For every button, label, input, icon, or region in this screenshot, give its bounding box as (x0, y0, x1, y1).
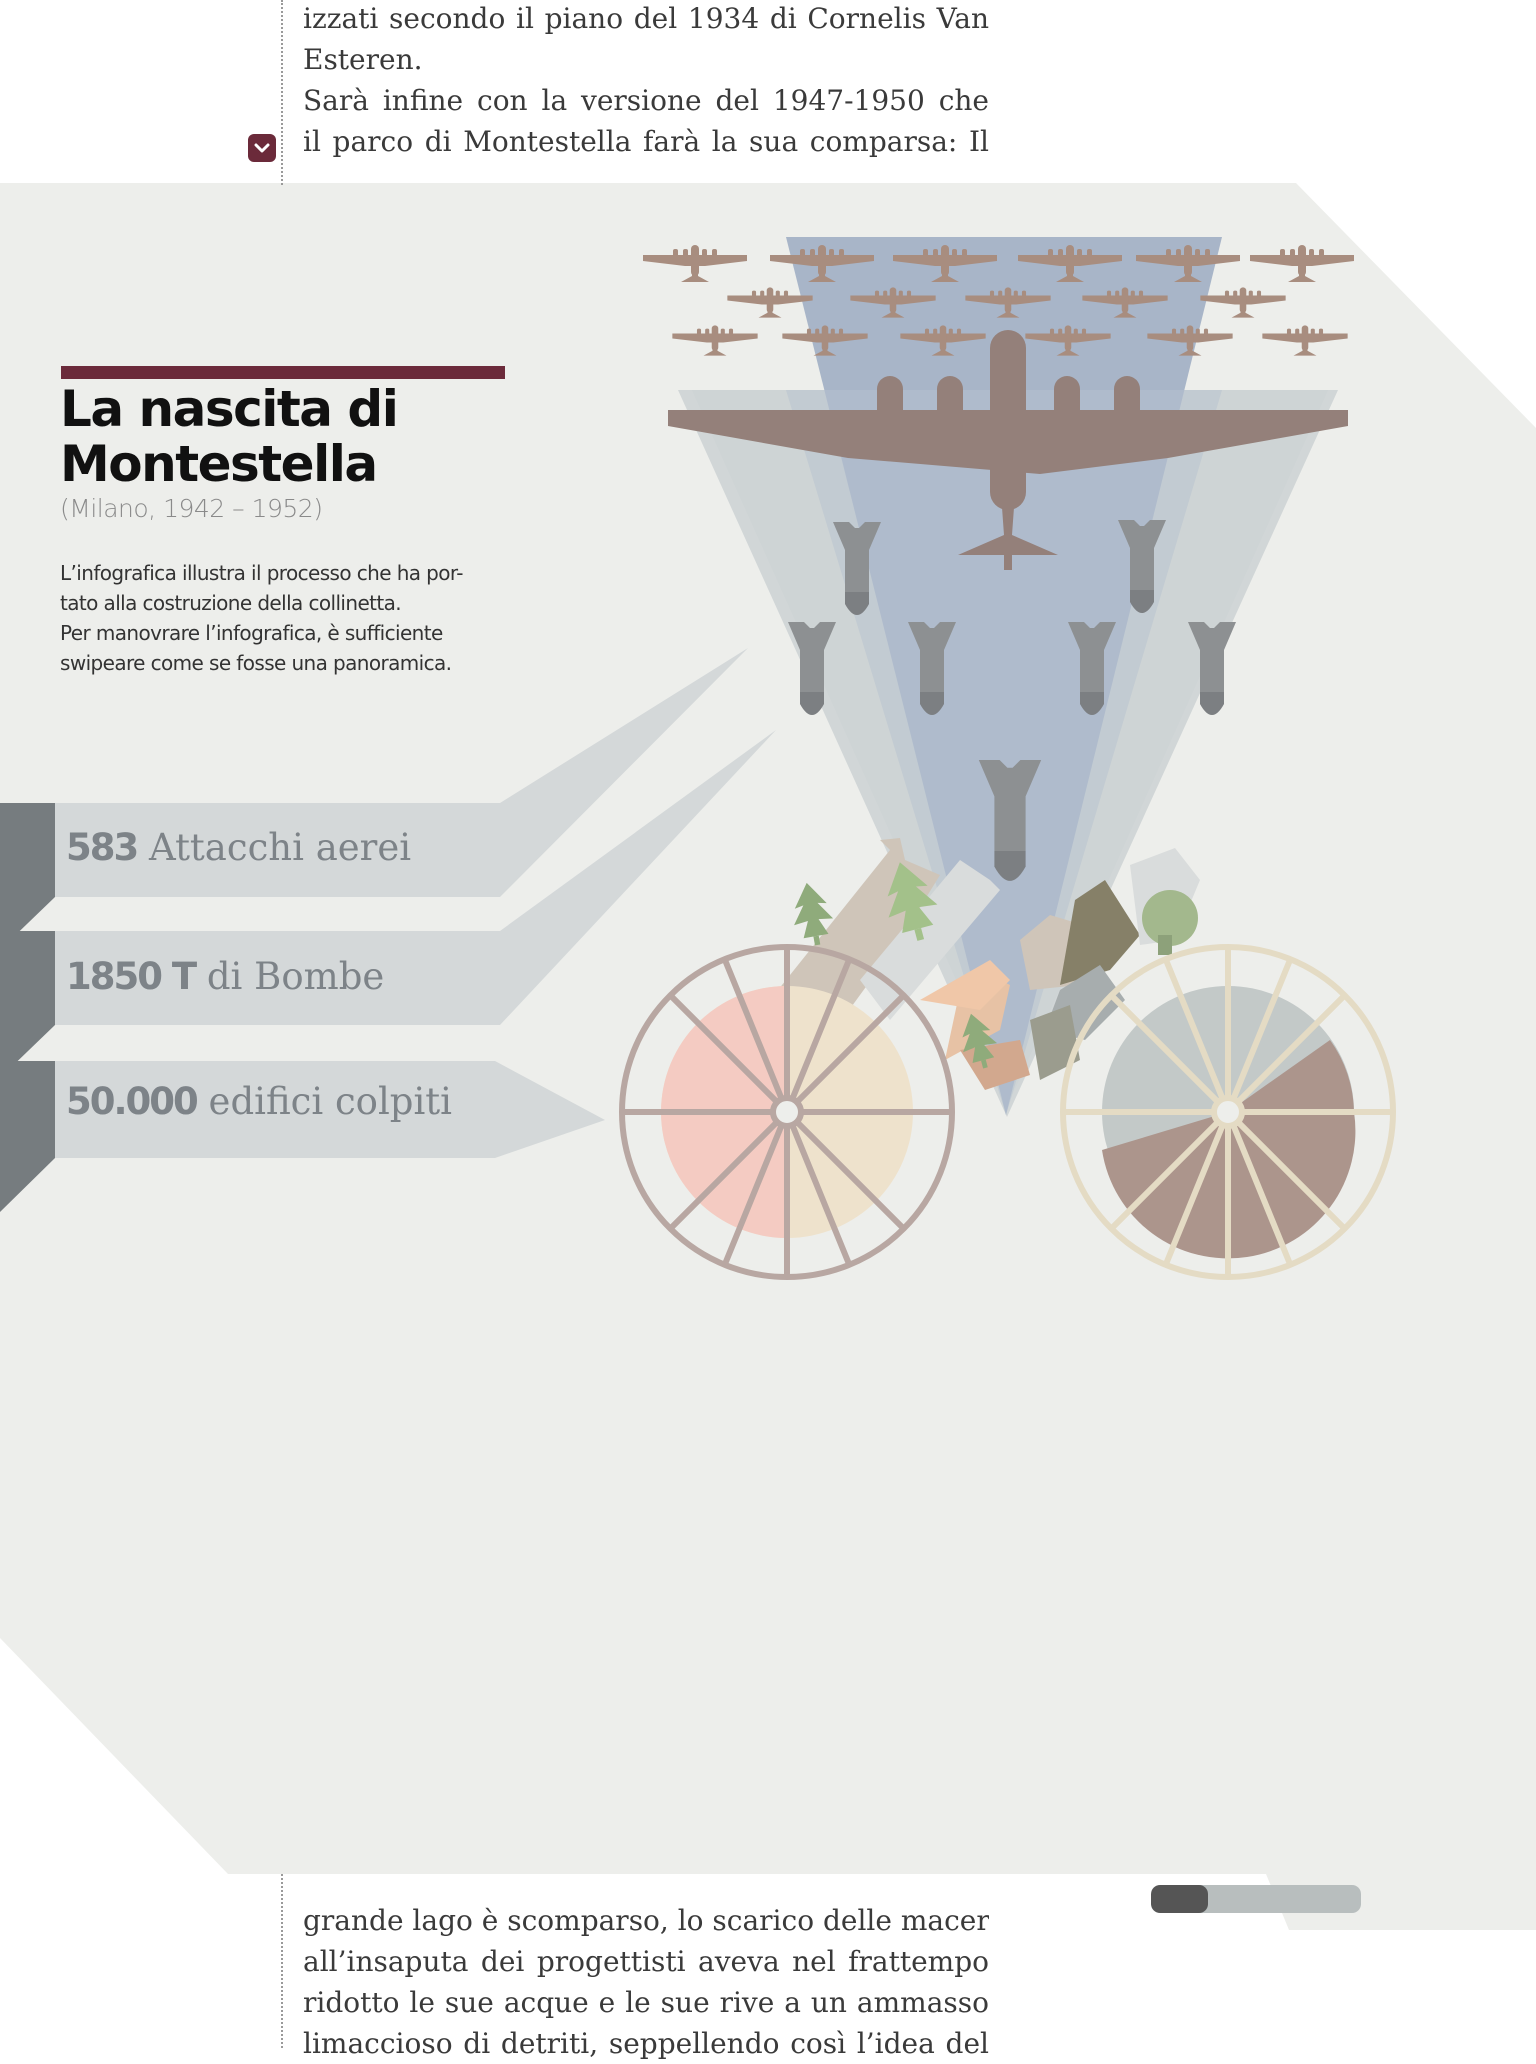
article-line: il parco di Montestella farà la sua comp… (303, 125, 989, 158)
chevron-down-icon (254, 143, 270, 153)
stat-text: edifici colpiti (196, 1080, 453, 1123)
cart-wheel-right (1060, 944, 1396, 1280)
article-line: grande lago è scomparso, lo scarico dell… (303, 1904, 989, 1937)
stat-bombs-tonnage: 1850 T di Bombe (66, 955, 384, 998)
cart-wheel-left (619, 944, 955, 1280)
description-line: Per manovrare l’infografica, è sufficien… (60, 621, 443, 645)
stat-text: Attacchi aerei (137, 826, 412, 869)
infographic-title: La nascita di Montestella (60, 380, 399, 493)
bomber-plane-icon (668, 330, 1348, 570)
pan-progress-track[interactable] (1151, 1885, 1361, 1913)
article-line: limaccioso di detriti, seppellendo così … (303, 2027, 989, 2060)
pan-progress-thumb[interactable] (1151, 1885, 1208, 1913)
dotted-margin-line (281, 1874, 283, 2048)
dotted-margin-line (281, 0, 283, 185)
article-text-bottom: grande lago è scomparso, lo scarico dell… (303, 1900, 989, 2064)
article-text-top: izzati secondo il piano del 1934 di Corn… (303, 0, 989, 162)
stat-buildings-hit: 50.000 edifici colpiti (66, 1080, 452, 1123)
article-line: izzati secondo il piano del 1934 di Corn… (303, 2, 989, 35)
article-line: Sarà infine con la versione del 1947-195… (303, 84, 989, 117)
description-line: tato alla costruzione della collinetta. (60, 591, 402, 615)
article-line: all’insaputa dei progettisti aveva nel f… (303, 1945, 989, 1978)
description-line: L’infografica illustra il processo che h… (60, 561, 463, 585)
stat-text: di Bombe (195, 955, 385, 998)
article-line: Esteren. (303, 43, 423, 76)
stat-air-attacks: 583 Attacchi aerei (66, 826, 411, 869)
infographic-subtitle: (Milano, 1942 – 1952) (60, 494, 323, 523)
title-accent-bar (61, 366, 505, 379)
infographic-description: L’infografica illustra il processo che h… (60, 558, 504, 678)
description-line: swipeare come se fosse una panoramica. (60, 651, 452, 675)
collapse-toggle-button[interactable] (248, 134, 276, 162)
stat-value: 1850 T (66, 955, 197, 998)
title-line: Montestella (60, 435, 378, 493)
stat-value: 583 (66, 826, 139, 869)
title-line: La nascita di (60, 380, 399, 438)
stat-value: 50.000 (66, 1080, 199, 1123)
stat-ribbons (0, 648, 776, 1212)
article-line: ridotto le sue acque e le sue rive a un … (303, 1986, 989, 2019)
